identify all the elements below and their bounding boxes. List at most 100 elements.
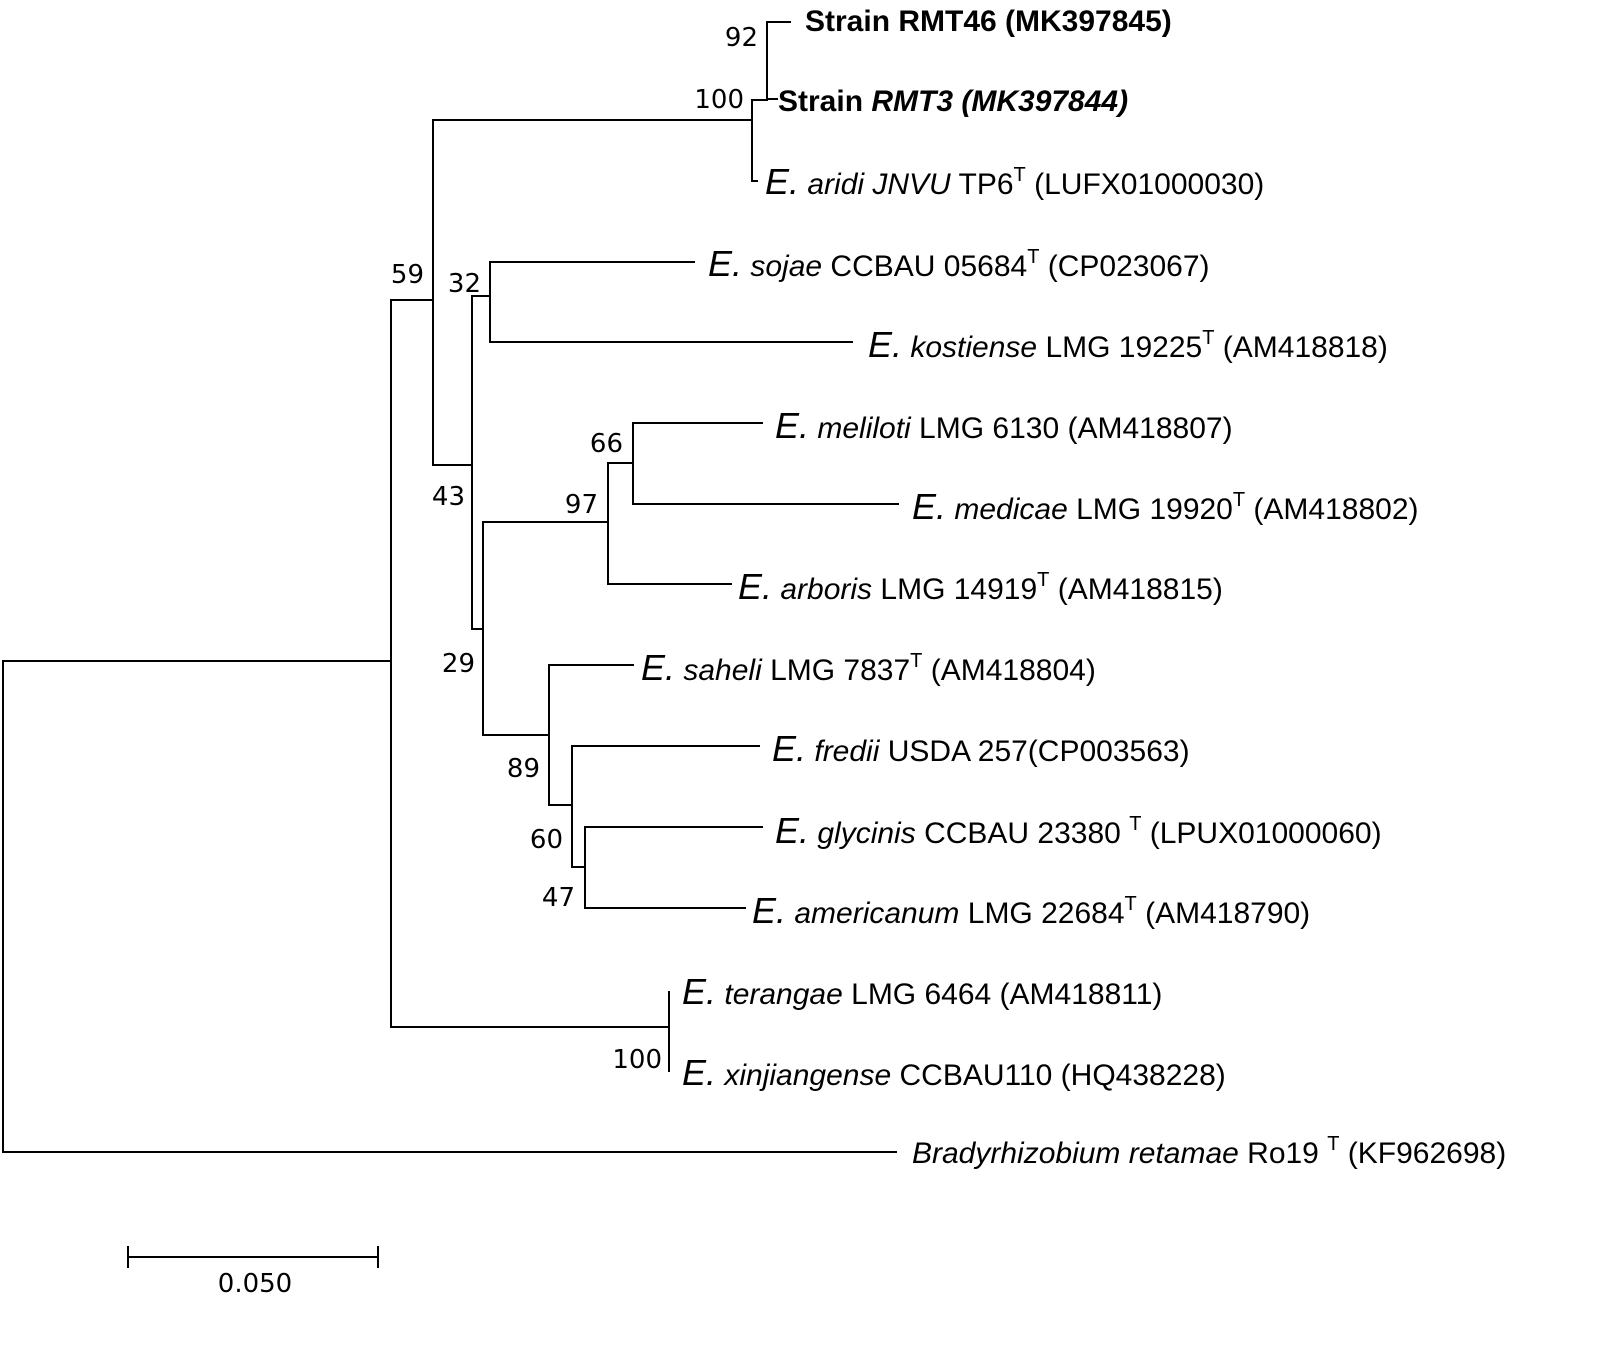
taxon-label-part: T (1027, 246, 1039, 268)
taxon-label-part: E. (752, 890, 786, 931)
taxon-label-part: kostiense (910, 331, 1037, 364)
bootstrap-values: 92 100 59 32 43 66 97 29 89 60 47 100 (391, 23, 758, 1075)
taxon-label-americanum: E. americanum LMG 22684T (AM418790) (752, 890, 1310, 931)
taxon-label-part: arboris (780, 573, 872, 606)
bootstrap-rmt-aridi: 100 (694, 85, 744, 115)
taxon-label-xinjiangense: E. xinjiangense CCBAU110 (HQ438228) (682, 1052, 1226, 1093)
taxon-label-part: E. (772, 728, 806, 769)
taxon-labels: Strain RMT46 (MK397845) Strain RMT3 (MK3… (641, 5, 1506, 1170)
bootstrap-core-inner: 43 (432, 482, 465, 512)
taxon-label-part: LMG 7837 (762, 654, 910, 687)
taxon-label-part: (AM418804) (922, 654, 1095, 687)
taxon-label-part: meliloti (817, 412, 912, 445)
bootstrap-meliloti-medicae: 66 (590, 429, 623, 459)
taxon-label-part: T (1233, 489, 1245, 511)
taxon-label-part: T (1014, 164, 1026, 186)
taxon-label-part: RMT3 (MK397844) (871, 85, 1128, 118)
taxon-label-part: saheli (683, 654, 763, 687)
taxon-label-part: T (1327, 1133, 1339, 1155)
taxon-label-part: (KF962698) (1339, 1137, 1506, 1170)
bootstrap-saheli-group: 89 (507, 754, 540, 784)
taxon-label-part: CCBAU 23380 (916, 817, 1129, 850)
taxon-label-rmt3: Strain RMT3 (MK397844) (778, 85, 1128, 118)
taxon-label-part: CCBAU110 (HQ438228) (891, 1059, 1226, 1092)
taxon-label-part: Strain RMT46 (MK397845) (805, 5, 1172, 38)
scale-bar: 0.050 (127, 1246, 379, 1299)
taxon-label-part: (CP023067) (1039, 250, 1209, 283)
taxon-label-part: TP6 (951, 168, 1014, 201)
bootstrap-rmt-pair: 92 (725, 23, 758, 53)
bootstrap-terangae-xinjiangense: 100 (612, 1045, 662, 1075)
taxon-label-part: aridi JNVU (807, 168, 951, 201)
taxon-label-part: LMG 22684 (959, 897, 1124, 930)
taxon-label-part: (LUFX01000030) (1026, 168, 1264, 201)
bootstrap-fredii-group: 60 (530, 825, 563, 855)
taxon-label-part: E. (765, 161, 799, 202)
taxon-label-rmt46: Strain RMT46 (MK397845) (805, 5, 1172, 38)
taxon-label-part: LMG 6464 (AM418811) (843, 978, 1163, 1011)
taxon-label-saheli: E. saheli LMG 7837T (AM418804) (641, 647, 1096, 688)
taxon-label-part (786, 897, 794, 930)
taxon-label-part: T (1037, 569, 1049, 591)
taxon-label-part: (AM418802) (1245, 493, 1418, 526)
scale-bar-label: 0.050 (218, 1269, 292, 1299)
tree-branches (2, 21, 899, 1153)
taxon-label-terangae: E. terangae LMG 6464 (AM418811) (682, 971, 1162, 1012)
taxon-label-sojae: E. sojae CCBAU 05684T (CP023067) (708, 243, 1210, 284)
taxon-label-part: T (910, 650, 922, 672)
taxon-label-part: fredii (814, 735, 880, 768)
taxon-label-part: LMG 19920 (1068, 493, 1233, 526)
taxon-label-medicae: E. medicae LMG 19920T (AM418802) (912, 486, 1419, 527)
taxon-label-part (742, 250, 750, 283)
bootstrap-arboris-saheli: 29 (442, 649, 475, 679)
taxon-label-part: T (1125, 893, 1137, 915)
bootstrap-glycinis-americanum: 47 (542, 883, 575, 913)
taxon-label-part (809, 412, 817, 445)
taxon-label-part: (AM418790) (1137, 897, 1310, 930)
taxon-label-part (675, 654, 683, 687)
taxon-label-part: E. (868, 324, 902, 365)
taxon-label-part: E. (775, 405, 809, 446)
taxon-label-part: LMG 6130 (AM418807) (911, 412, 1233, 445)
taxon-label-part: Bradyrhizobium retamae (912, 1137, 1239, 1170)
taxon-label-aridi: E. aridi JNVU TP6T (LUFX01000030) (765, 161, 1264, 202)
taxon-label-kostiense: E. kostiense LMG 19225T (AM418818) (868, 324, 1388, 365)
taxon-label-meliloti: E. meliloti LMG 6130 (AM418807) (775, 405, 1233, 446)
taxon-label-part: americanum (794, 897, 959, 930)
taxon-label-part: E. (682, 971, 716, 1012)
taxon-label-glycinis: E. glycinis CCBAU 23380 T (LPUX01000060) (775, 810, 1382, 851)
taxon-label-part: glycinis (817, 817, 915, 850)
taxon-label-part: LMG 19225 (1037, 331, 1202, 364)
taxon-label-part: (AM418818) (1214, 331, 1387, 364)
taxon-label-part: Ro19 (1239, 1137, 1327, 1170)
taxon-label-part: T (1129, 813, 1141, 835)
bootstrap-sinorhizobium-core: 59 (391, 260, 424, 290)
bootstrap-meliloti-arboris: 97 (565, 490, 598, 520)
taxon-label-part: E. (775, 810, 809, 851)
taxon-label-part: USDA 257(CP003563) (879, 735, 1189, 768)
taxon-label-part (716, 978, 724, 1011)
taxon-label-part (799, 168, 807, 201)
taxon-label-part: (AM418815) (1049, 573, 1222, 606)
taxon-label-part: Strain (778, 85, 871, 118)
taxon-label-part (946, 493, 954, 526)
taxon-label-part (809, 817, 817, 850)
taxon-label-part (902, 331, 910, 364)
taxon-label-part: CCBAU 05684 (822, 250, 1027, 283)
taxon-label-part: E. (738, 566, 772, 607)
taxon-label-part: T (1202, 327, 1214, 349)
taxon-label-part: E. (641, 647, 675, 688)
taxon-label-part: LMG 14919 (872, 573, 1037, 606)
taxon-label-fredii: E. fredii USDA 257(CP003563) (772, 728, 1190, 769)
taxon-label-part: E. (708, 243, 742, 284)
taxon-label-part: E. (912, 486, 946, 527)
bootstrap-sojae-kostiense: 32 (448, 269, 481, 299)
taxon-label-part (772, 573, 780, 606)
taxon-label-part (806, 735, 814, 768)
scale-bar-line (127, 1246, 379, 1268)
taxon-label-bradyrhizobium: Bradyrhizobium retamae Ro19 T (KF962698) (912, 1133, 1506, 1170)
taxon-label-part: terangae (724, 978, 842, 1011)
taxon-label-part: (LPUX01000060) (1141, 817, 1381, 850)
taxon-label-part: E. (682, 1052, 716, 1093)
